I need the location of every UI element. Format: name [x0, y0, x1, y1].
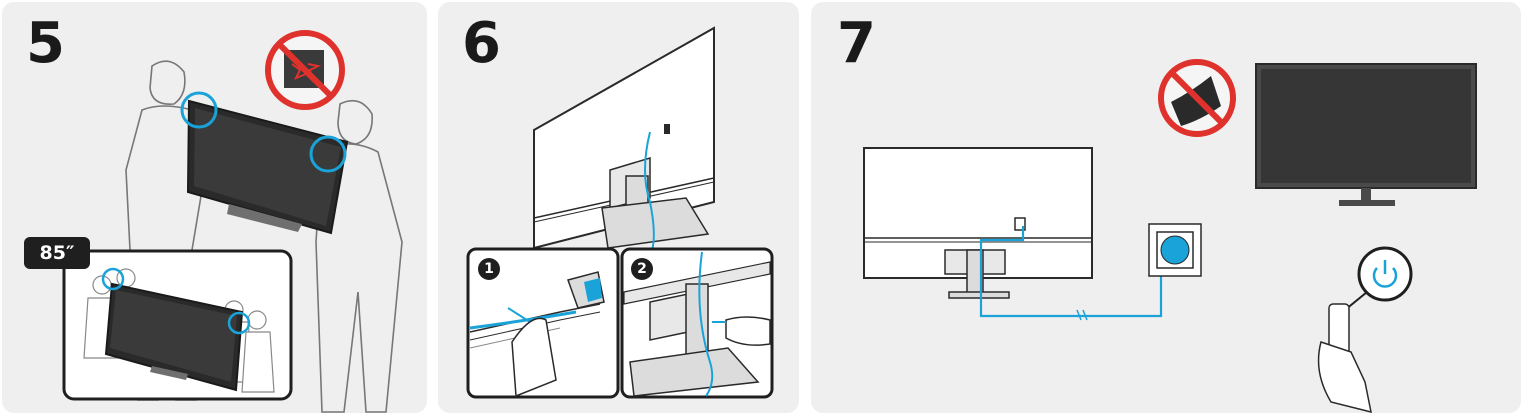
substep-1-illustration — [469, 271, 605, 398]
power-cable — [979, 226, 1163, 318]
substep-number: 2 — [631, 258, 653, 280]
cable-break — [1076, 309, 1088, 321]
tv-85-inset — [104, 282, 244, 392]
step-5-illustration — [62, 30, 403, 413]
hand-highlight — [101, 267, 125, 291]
step-5-panel: 5 85″ — [2, 2, 427, 413]
step-number: 6 — [462, 11, 501, 76]
monitor-front — [1255, 63, 1477, 206]
step-number: 7 — [837, 11, 876, 76]
monitor-back — [533, 26, 715, 250]
no-touch-screen-icon — [1158, 59, 1236, 137]
tv-large — [186, 99, 349, 235]
step-number: 5 — [26, 11, 65, 76]
wall-outlet-icon — [1148, 223, 1202, 277]
hand-highlight — [180, 91, 218, 129]
step-6-panel: 6 1 2 — [438, 2, 799, 413]
remote-control — [1317, 303, 1372, 413]
substep-number: 1 — [478, 258, 500, 280]
substep-2-illustration — [623, 251, 771, 397]
no-touch-screen-icon — [265, 30, 345, 110]
hand-highlight — [309, 135, 347, 173]
step-7-panel: 7 — [811, 2, 1521, 413]
size-badge: 85″ — [24, 237, 90, 269]
monitor-back — [863, 147, 1093, 299]
step-6-illustration — [466, 26, 774, 399]
hand-highlight — [227, 311, 251, 335]
power-icon — [1357, 246, 1413, 302]
step-7-illustration — [863, 59, 1477, 413]
